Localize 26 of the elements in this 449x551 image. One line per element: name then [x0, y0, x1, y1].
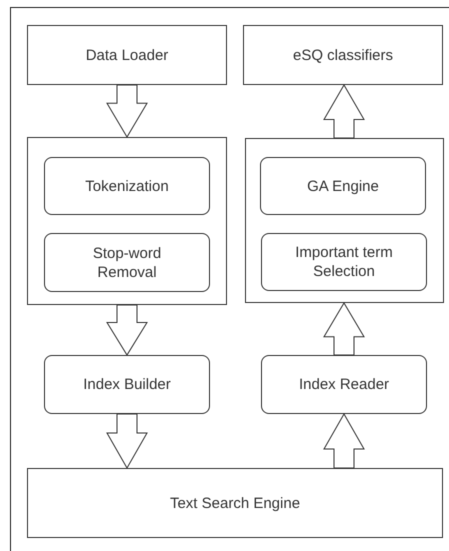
group-box: [245, 138, 444, 303]
process-box: [44, 233, 210, 292]
block-arrow: [106, 84, 148, 138]
process-box: [261, 233, 427, 291]
process-box: [260, 157, 426, 215]
block-arrow: [323, 413, 365, 468]
node-label: Tokenization: [85, 176, 169, 196]
component-box: [27, 468, 443, 538]
component-box: [243, 25, 443, 85]
node-label: Important term Selection: [294, 243, 394, 281]
node-label: GA Engine: [307, 176, 379, 196]
block-arrow: [106, 304, 148, 356]
node-label: Index Builder: [83, 375, 171, 394]
component-box: [27, 25, 227, 85]
block-arrow: [106, 414, 148, 469]
node-label: Stop-word Removal: [92, 244, 162, 282]
node-label: Index Reader: [298, 375, 390, 394]
process-box: [44, 157, 210, 215]
node-label: Text Search Engine: [170, 494, 300, 512]
node-label: Data Loader: [86, 46, 168, 64]
block-arrow: [323, 84, 365, 138]
process-box: [261, 355, 427, 414]
process-box: [44, 355, 210, 414]
group-box: [27, 137, 227, 305]
block-arrow: [323, 302, 365, 356]
node-label: eSQ classifiers: [292, 46, 394, 64]
